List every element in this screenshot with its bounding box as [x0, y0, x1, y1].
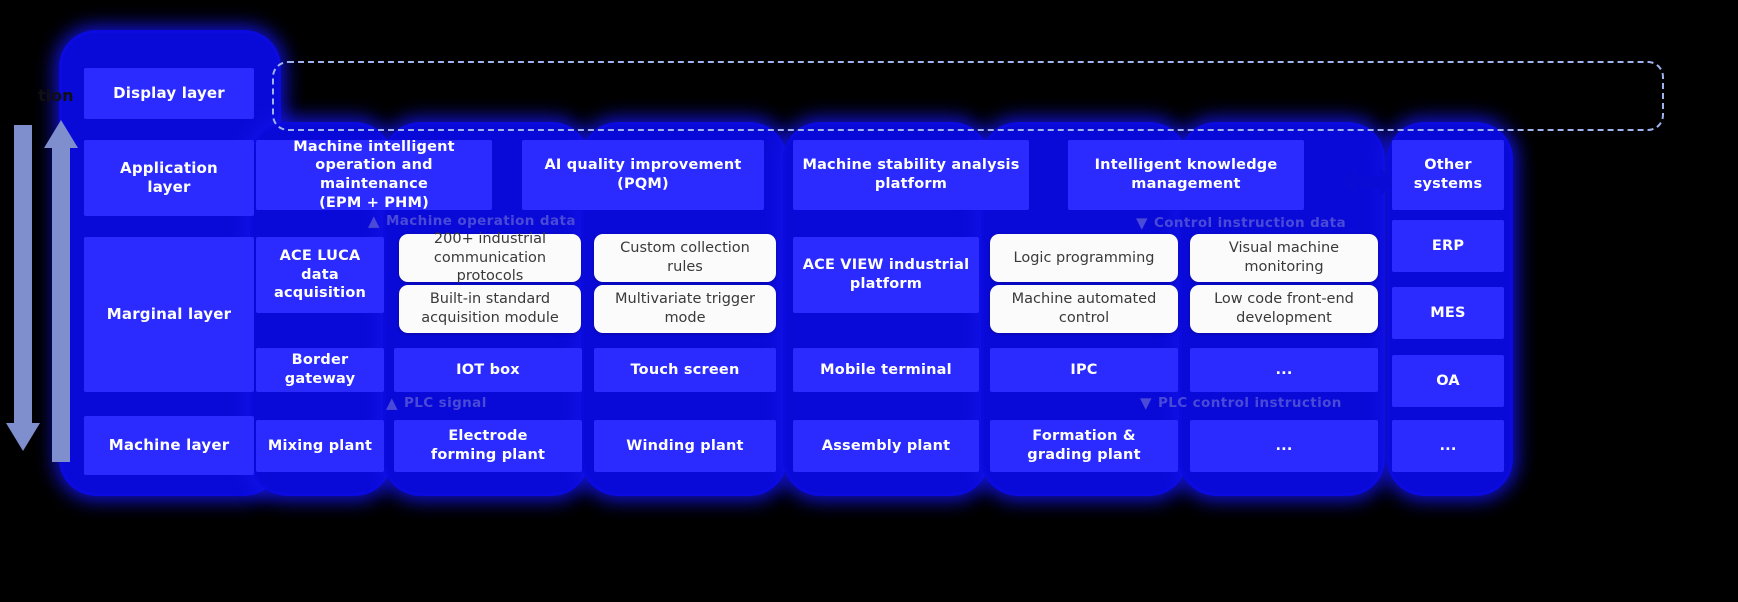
application-item-4-line1: Intelligent knowledge — [1094, 157, 1278, 174]
application-item-4-line2: management — [1131, 176, 1241, 192]
external-system-oa: OA — [1392, 355, 1504, 407]
application-item-1: Machine intelligent operation and mainte… — [256, 138, 492, 211]
display-layer-dashed-frame — [272, 61, 1664, 131]
capability-box-builtin-module: Built-in standard acquisition module — [399, 285, 581, 333]
capability-box-machine-automated-control-line2: control — [1058, 310, 1110, 326]
down-arrow-icon: ▼ — [1136, 213, 1148, 232]
flow-label-plc-signal-text: PLC signal — [403, 395, 487, 411]
external-systems-header-line2: systems — [1413, 176, 1483, 192]
application-item-3: Machine stability analysis platform — [793, 140, 1029, 210]
application-item-3-line2: platform — [874, 176, 948, 192]
flow-label-plc-control-instruction-text: PLC control instruction — [1157, 395, 1342, 411]
clipped-left-label: tion — [38, 86, 74, 105]
application-item-1-line2: operation and maintenance — [315, 157, 433, 192]
device-ipc: IPC — [990, 348, 1178, 392]
capability-box-protocols: 200+ industrial communication protocols — [399, 231, 581, 284]
machine-electrode-line2: forming plant — [430, 447, 546, 463]
layer-label-application-line1: Application — [120, 158, 218, 177]
capability-box-custom-collection-line1: Custom collection — [620, 240, 750, 257]
capability-box-low-code-development-line1: Low code front-end — [1214, 291, 1354, 308]
capability-box-custom-collection: Custom collection rules — [594, 234, 776, 282]
capability-box-protocols-line2: communication protocols — [433, 249, 547, 285]
machine-formation-grading-plant: Formation & grading plant — [990, 420, 1178, 472]
application-item-2-line2: (PQM) — [617, 176, 669, 192]
capability-box-low-code-development-line2: development — [1236, 310, 1332, 326]
machine-electrode-forming-plant: Electrode forming plant — [394, 420, 582, 472]
upward-flow-arrow — [44, 120, 78, 465]
external-systems-header-line1: Other — [1424, 157, 1472, 174]
external-systems-header: Other systems — [1392, 140, 1504, 210]
flow-label-control-instruction-data-text: Control instruction data — [1153, 215, 1347, 231]
capability-box-logic-programming: Logic programming — [990, 234, 1178, 282]
machine-electrode-line1: Electrode — [448, 428, 528, 445]
capability-box-machine-automated-control: Machine automated control — [990, 285, 1178, 333]
capability-box-machine-automated-control-line1: Machine automated — [1011, 291, 1157, 308]
application-item-4: Intelligent knowledge management — [1068, 140, 1304, 210]
capability-box-builtin-module-line2: acquisition module — [421, 310, 559, 326]
machine-more: ... — [1190, 420, 1378, 472]
bidirectional-link-arrow-icon — [1342, 168, 1394, 196]
capability-box-visual-monitoring-line2: monitoring — [1244, 259, 1324, 275]
capability-box-multivariate-trigger: Multivariate trigger mode — [594, 285, 776, 333]
downward-flow-arrow — [6, 125, 40, 465]
down-arrow-icon-2: ▼ — [1140, 393, 1152, 412]
application-item-2: AI quality improvement (PQM) — [522, 140, 764, 210]
capability-box-multivariate-trigger-line1: Multivariate trigger — [615, 291, 755, 308]
up-arrow-icon: ▲ — [368, 211, 380, 230]
layer-label-marginal: Marginal layer — [84, 237, 254, 392]
machine-formation-line1: Formation & — [1032, 428, 1136, 445]
device-mobile-terminal: Mobile terminal — [793, 348, 979, 392]
external-system-erp: ERP — [1392, 220, 1504, 272]
machine-winding-plant: Winding plant — [594, 420, 776, 472]
machine-mixing-plant: Mixing plant — [256, 420, 384, 472]
device-more: ... — [1190, 348, 1378, 392]
layer-label-application-line2: layer — [147, 178, 191, 196]
device-touch-screen: Touch screen — [594, 348, 776, 392]
ace-luca-line1: ACE LUCA data — [279, 248, 361, 283]
capability-box-custom-collection-line2: rules — [667, 259, 703, 275]
flow-label-plc-signal: ▲ PLC signal — [386, 395, 487, 411]
capability-box-visual-monitoring-line1: Visual machine — [1228, 240, 1340, 257]
ace-luca-data-acquisition: ACE LUCA data acquisition — [256, 237, 384, 313]
layer-label-application: Application layer — [84, 140, 254, 216]
ace-view-line1: ACE VIEW industrial — [802, 257, 970, 274]
machine-assembly-plant: Assembly plant — [793, 420, 979, 472]
capability-box-low-code-development: Low code front-end development — [1190, 285, 1378, 333]
flow-label-plc-control-instruction: ▼ PLC control instruction — [1140, 395, 1342, 411]
ace-view-industrial-platform: ACE VIEW industrial platform — [793, 237, 979, 313]
application-item-2-line1: AI quality improvement — [544, 157, 742, 174]
capability-box-multivariate-trigger-line2: mode — [664, 310, 706, 326]
up-arrow-icon-2: ▲ — [386, 393, 398, 412]
layer-label-display: Display layer — [84, 68, 254, 119]
machine-formation-line2: grading plant — [1027, 447, 1141, 463]
device-border-gateway: Border gateway — [256, 348, 384, 392]
capability-box-protocols-line1: 200+ industrial — [433, 231, 547, 248]
machine-more-external: ... — [1392, 420, 1504, 472]
capability-box-visual-monitoring: Visual machine monitoring — [1190, 234, 1378, 282]
external-system-mes: MES — [1392, 287, 1504, 339]
ace-luca-line2: acquisition — [273, 285, 367, 302]
capability-box-builtin-module-line1: Built-in standard — [429, 291, 551, 308]
flow-label-machine-operation-data-text: Machine operation data — [385, 213, 576, 229]
device-iot-box: IOT box — [394, 348, 582, 392]
layer-label-machine: Machine layer — [84, 416, 254, 475]
flow-label-machine-operation-data: ▲ Machine operation data — [368, 213, 576, 229]
flow-label-control-instruction-data: ▼ Control instruction data — [1136, 215, 1346, 231]
application-item-1-line1: Machine intelligent — [293, 138, 455, 155]
ace-view-line2: platform — [849, 276, 923, 292]
application-item-1-line3: (EPM + PHM) — [319, 194, 429, 211]
application-item-3-line1: Machine stability analysis — [802, 157, 1020, 174]
